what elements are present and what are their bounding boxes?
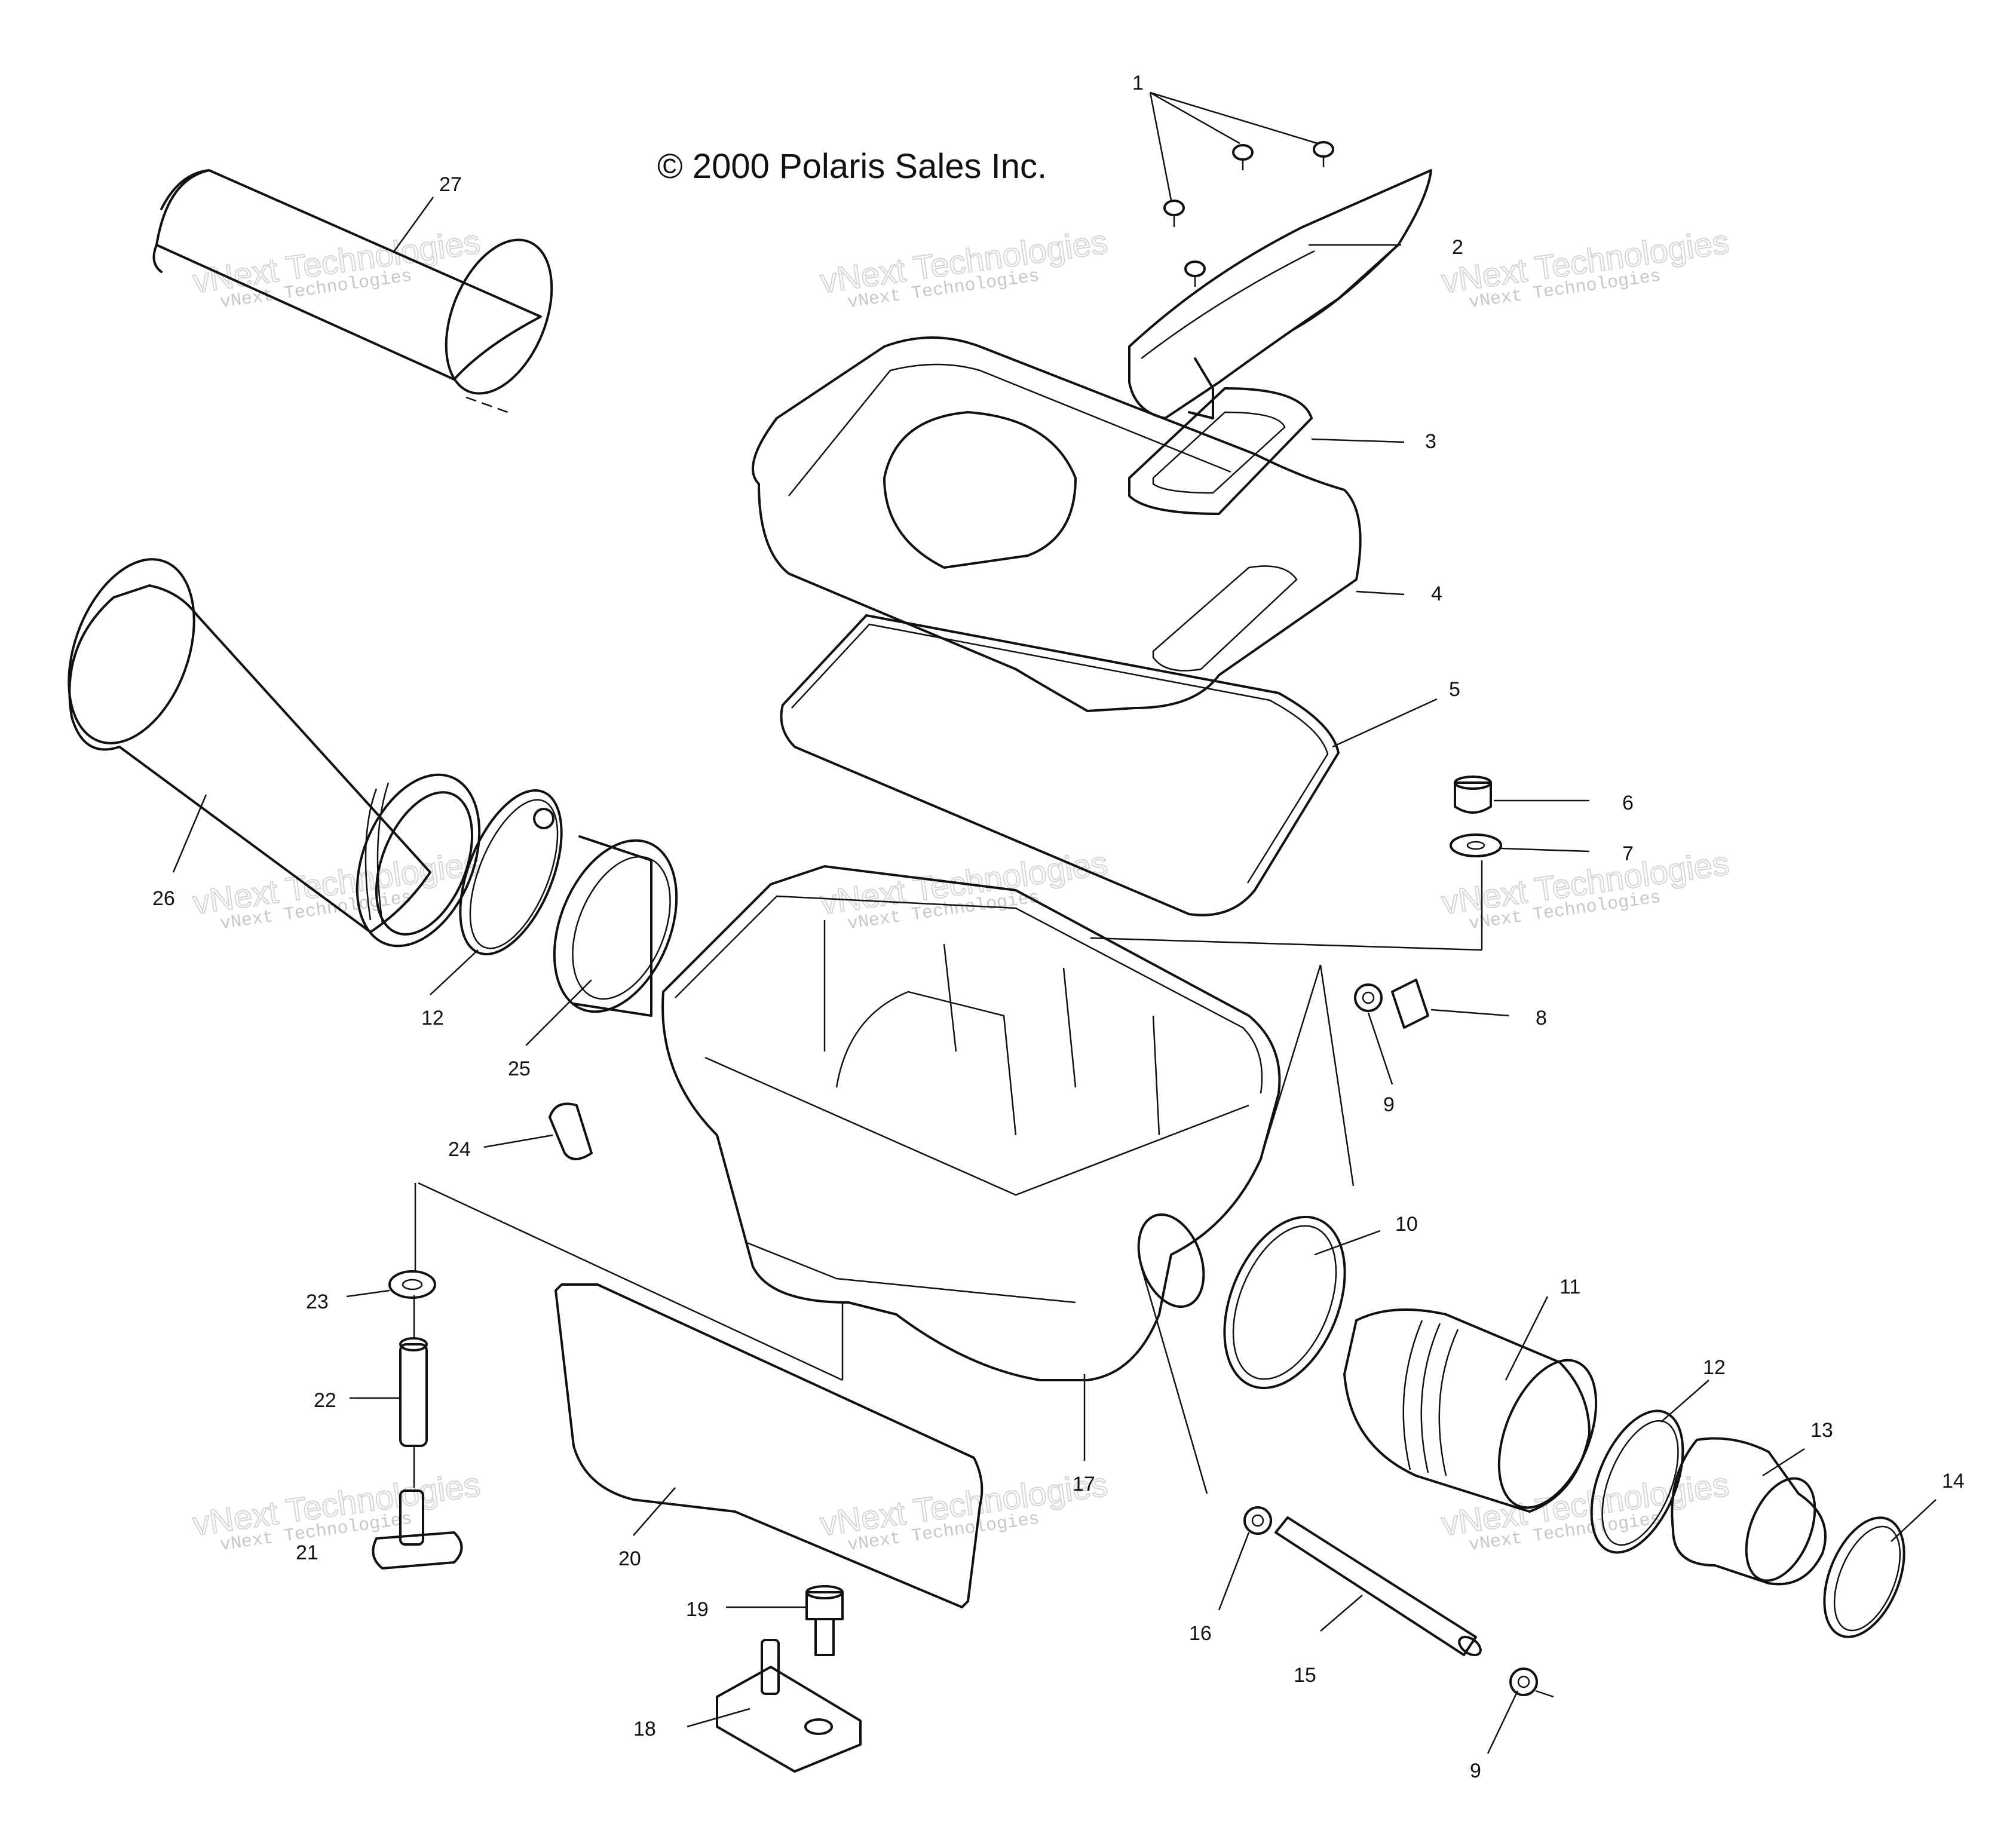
part-5-seal bbox=[780, 614, 1340, 917]
callout-6: 6 bbox=[1622, 792, 1634, 814]
part-17-air-box-body bbox=[661, 865, 1281, 1381]
part-8-grommet bbox=[1391, 979, 1429, 1029]
part-25-adapter bbox=[553, 835, 678, 1017]
part-4-air-box-lid bbox=[752, 336, 1362, 712]
callout-18: 18 bbox=[633, 1718, 656, 1740]
part-20-shield-plate bbox=[554, 1283, 984, 1608]
part-1-screws bbox=[1163, 141, 1334, 287]
callout-11: 11 bbox=[1560, 1276, 1580, 1298]
part-11-duct-adapter bbox=[1343, 1308, 1598, 1513]
callout-9-lower: 9 bbox=[1470, 1760, 1481, 1782]
part-19-bolt bbox=[805, 1585, 844, 1656]
part-3-gasket-plate bbox=[1128, 387, 1313, 515]
callout-15: 15 bbox=[1294, 1664, 1316, 1687]
part-15-tube bbox=[1274, 1516, 1482, 1657]
callout-27: 27 bbox=[439, 173, 462, 196]
callout-2: 2 bbox=[1452, 236, 1463, 259]
part-9-nut-lower bbox=[1509, 1668, 1538, 1696]
callout-19: 19 bbox=[686, 1598, 709, 1621]
callout-10: 10 bbox=[1395, 1213, 1418, 1236]
copyright-text: © 2000 Polaris Sales Inc. bbox=[657, 147, 1047, 186]
callout-3: 3 bbox=[1425, 430, 1436, 453]
callout-24: 24 bbox=[448, 1138, 471, 1161]
part-16-clamp bbox=[1243, 1506, 1272, 1535]
callout-7: 7 bbox=[1622, 842, 1634, 865]
part-22-drain-hose bbox=[399, 1337, 428, 1447]
part-6-nut bbox=[1454, 776, 1492, 814]
part-12-clamp-left bbox=[459, 789, 563, 955]
part-13-boot bbox=[1671, 1437, 1827, 1586]
callout-21: 21 bbox=[296, 1541, 318, 1564]
callout-1: 1 bbox=[1132, 72, 1144, 94]
part-24-clip bbox=[549, 1102, 593, 1160]
callout-17: 17 bbox=[1073, 1473, 1095, 1495]
callout-20: 20 bbox=[618, 1547, 641, 1570]
callout-25: 25 bbox=[508, 1058, 531, 1080]
leader-lines bbox=[172, 91, 1937, 1754]
part-23-clamp bbox=[388, 1270, 436, 1299]
callout-labels: 1 2 3 4 5 6 7 8 9 9 10 11 12 12 13 14 15… bbox=[152, 72, 1965, 1782]
callout-13: 13 bbox=[1810, 1419, 1833, 1442]
callout-22: 22 bbox=[314, 1389, 336, 1412]
part-2-intake-snorkel bbox=[1128, 169, 1432, 419]
part-21-t-fitting bbox=[372, 1489, 463, 1570]
part-9-nut-upper bbox=[1354, 983, 1383, 1012]
callout-12-left: 12 bbox=[421, 1007, 444, 1029]
callout-16: 16 bbox=[1189, 1622, 1212, 1645]
callout-4: 4 bbox=[1431, 583, 1442, 605]
part-10-o-ring bbox=[1223, 1215, 1346, 1390]
callout-14: 14 bbox=[1942, 1470, 1965, 1492]
part-18-bracket bbox=[716, 1639, 862, 1773]
part-27-filter-sleeve bbox=[152, 169, 553, 413]
callout-12-right: 12 bbox=[1703, 1356, 1726, 1379]
callout-8: 8 bbox=[1536, 1007, 1547, 1029]
callout-9-upper: 9 bbox=[1383, 1093, 1395, 1116]
part-14-clamp bbox=[1823, 1516, 1905, 1638]
part-26-air-filter bbox=[68, 558, 481, 948]
callout-5: 5 bbox=[1449, 678, 1460, 701]
callout-23: 23 bbox=[306, 1291, 329, 1313]
callout-26: 26 bbox=[152, 887, 175, 910]
part-7-washer bbox=[1450, 833, 1502, 857]
